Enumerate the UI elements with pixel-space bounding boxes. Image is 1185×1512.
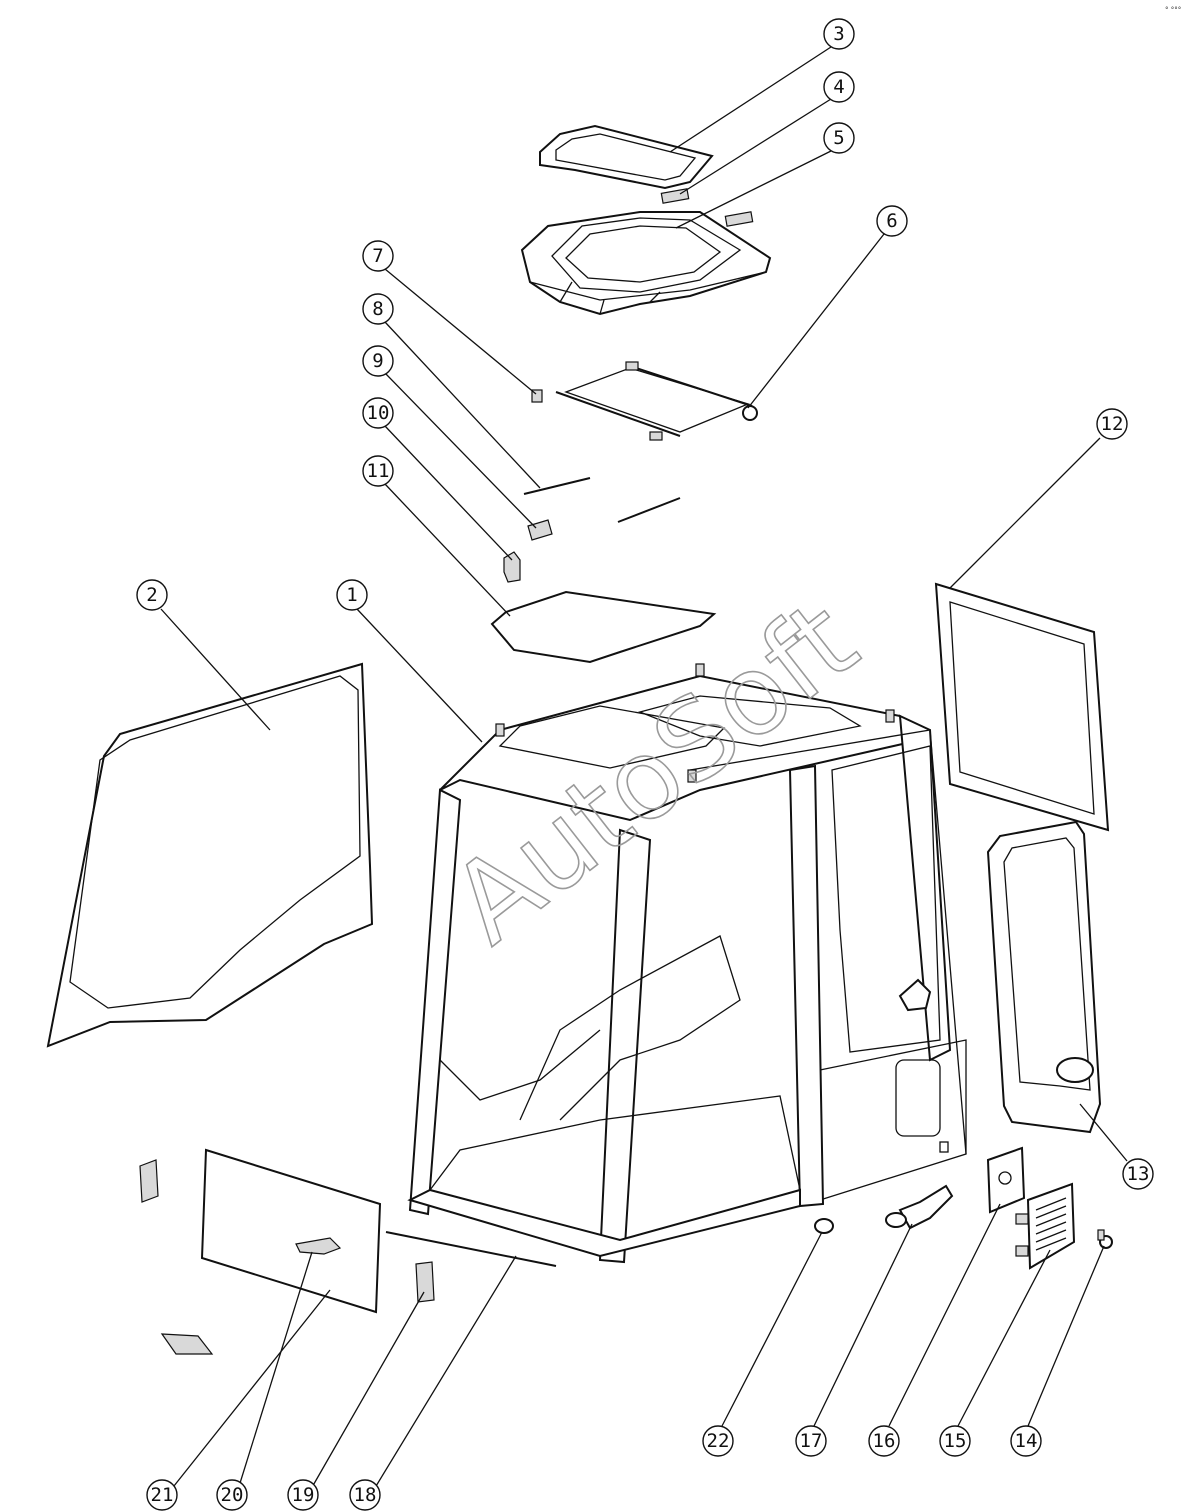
callout-label: 16 [873,1430,896,1452]
handle-part-20 [295,1237,342,1255]
callout-label: 18 [354,1484,377,1506]
callout-label: 11 [367,460,390,482]
gas-spring-part-8 [523,477,681,523]
callout-label: 13 [1127,1163,1150,1185]
callout-4: 4 [823,71,855,103]
callout-circle [1096,408,1128,440]
bracket-part-10 [503,551,521,583]
callout-label: 5 [833,127,844,149]
door-glass-part-13 [986,820,1102,1134]
callout-9: 9 [362,345,394,377]
callout-circle [823,18,855,50]
callout-1: 1 [336,579,368,611]
callout-label: 19 [292,1484,315,1506]
callout-label: 12 [1101,413,1124,435]
callout-label: 6 [886,210,897,232]
callout-circle [136,579,168,611]
cover-plate-part-16 [986,1146,1026,1214]
latch-part-19 [415,1261,435,1303]
callout-circle [349,1479,381,1511]
callout-22: 22 [702,1425,734,1457]
callout-label: 14 [1015,1430,1038,1452]
parts-group [46,124,1113,1355]
callout-16: 16 [868,1425,900,1457]
callout-circle [868,1425,900,1457]
callout-18: 18 [349,1479,381,1511]
rear-glass-part-12 [934,582,1110,832]
callout-circle [362,345,394,377]
callout-14: 14 [1010,1425,1042,1457]
callout-8: 8 [362,293,394,325]
callout-2: 2 [136,579,168,611]
seal-strip-part-18 [385,1231,557,1267]
callout-label: 4 [833,76,844,98]
roller-shade-part-6 [555,361,758,441]
hardware-left [139,1159,214,1355]
callout-label: 1 [346,584,357,606]
callout-6: 6 [876,205,908,237]
callouts: 1 2 3 4 5 6 7 8 9 10 11 12 13 14 15 16 1… [136,18,1154,1511]
callout-label: 7 [372,245,383,267]
duct-part-17 [885,1184,954,1230]
side-glass-part-21 [200,1148,382,1314]
callout-19: 19 [287,1479,319,1511]
cab-frame-part-1 [407,663,967,1264]
callout-circle [876,205,908,237]
leader-lines [160,46,1128,1497]
callout-21: 21 [146,1479,178,1511]
callout-label: 2 [146,584,157,606]
callout-circle [823,71,855,103]
callout-circle [1122,1158,1154,1190]
roof-glass-part-3 [539,124,714,190]
callout-10: 10 [362,397,394,429]
callout-20: 20 [216,1479,248,1511]
callout-circle [823,122,855,154]
callout-label: 8 [372,298,383,320]
callout-circle [1010,1425,1042,1457]
callout-label: 20 [221,1484,244,1506]
callout-circle [702,1425,734,1457]
corner-mark: ° °°° [1165,6,1181,14]
roof-hatch-frame-part-5 [520,211,772,316]
louvre-vent-part-15 [1015,1182,1076,1270]
knob-part-14 [1097,1229,1113,1249]
callout-circle [795,1425,827,1457]
callout-circle [336,579,368,611]
callout-circle [362,455,394,487]
callout-circle [939,1425,971,1457]
callout-11: 11 [362,455,394,487]
hinge-part-9 [527,519,553,541]
front-glass-part-2 [46,662,374,1048]
callout-circle [362,240,394,272]
callout-label: 10 [367,402,390,424]
callout-3: 3 [823,18,855,50]
callout-circle [146,1479,178,1511]
callout-12: 12 [1096,408,1128,440]
callout-label: 15 [944,1430,967,1452]
callout-label: 21 [151,1484,174,1506]
callout-circle [362,293,394,325]
callout-13: 13 [1122,1158,1154,1190]
callout-label: 3 [833,23,844,45]
callout-17: 17 [795,1425,827,1457]
callout-circle [362,397,394,429]
inner-roof-panel-part-11 [490,590,717,664]
callout-5: 5 [823,122,855,154]
callout-label: 17 [800,1430,823,1452]
callout-circle [216,1479,248,1511]
callout-label: 9 [372,350,383,372]
callout-15: 15 [939,1425,971,1457]
callout-7: 7 [362,240,394,272]
callout-label: 22 [707,1430,730,1452]
callout-circle [287,1479,319,1511]
clip-part-7 [531,389,543,403]
clamp-part-22 [814,1218,834,1234]
